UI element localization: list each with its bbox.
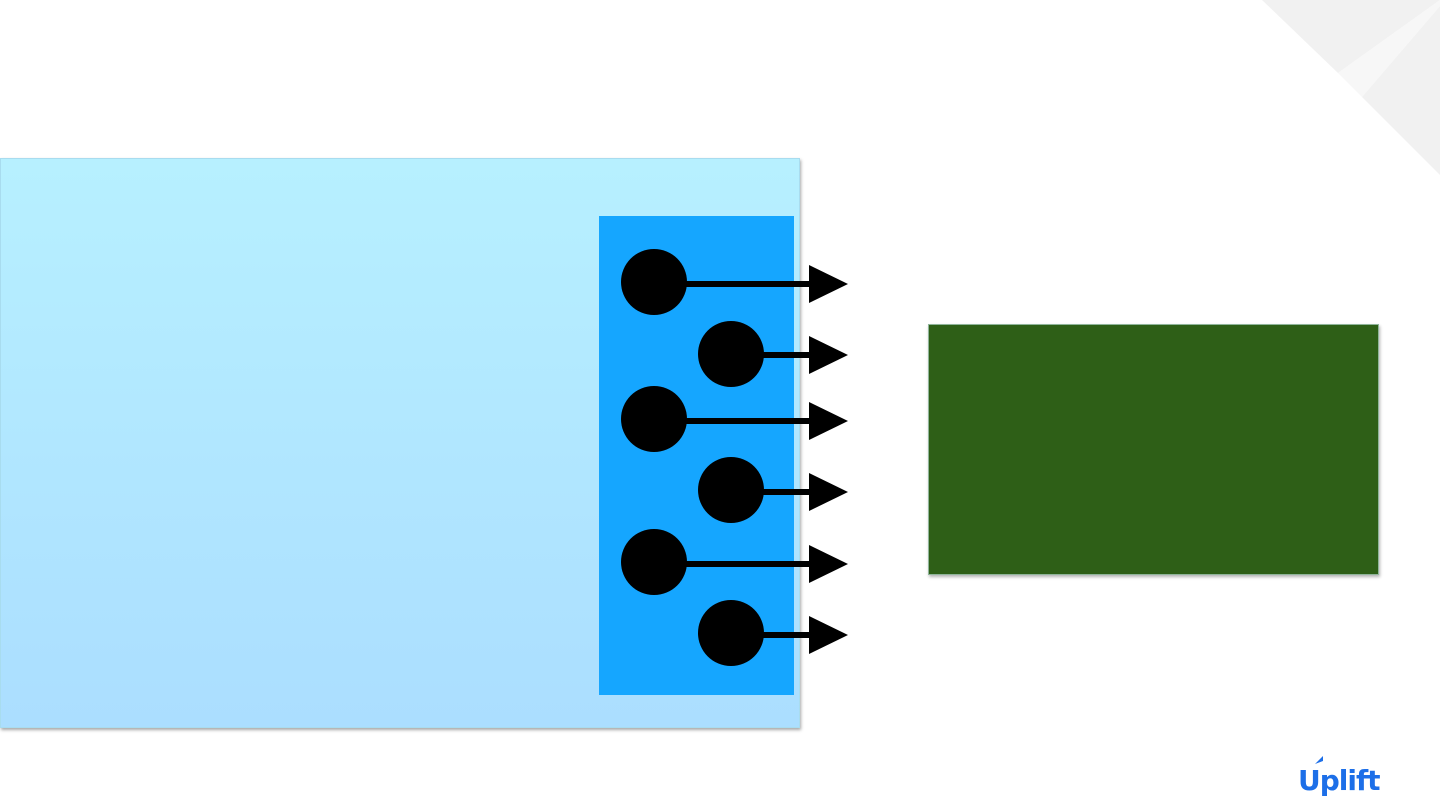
logo-text: Uplift — [1298, 764, 1381, 797]
brand-logo: Uplift — [1298, 756, 1381, 797]
target-box — [928, 324, 1379, 575]
logo-arrow-icon — [1315, 756, 1323, 764]
inner-port-panel — [599, 216, 794, 695]
